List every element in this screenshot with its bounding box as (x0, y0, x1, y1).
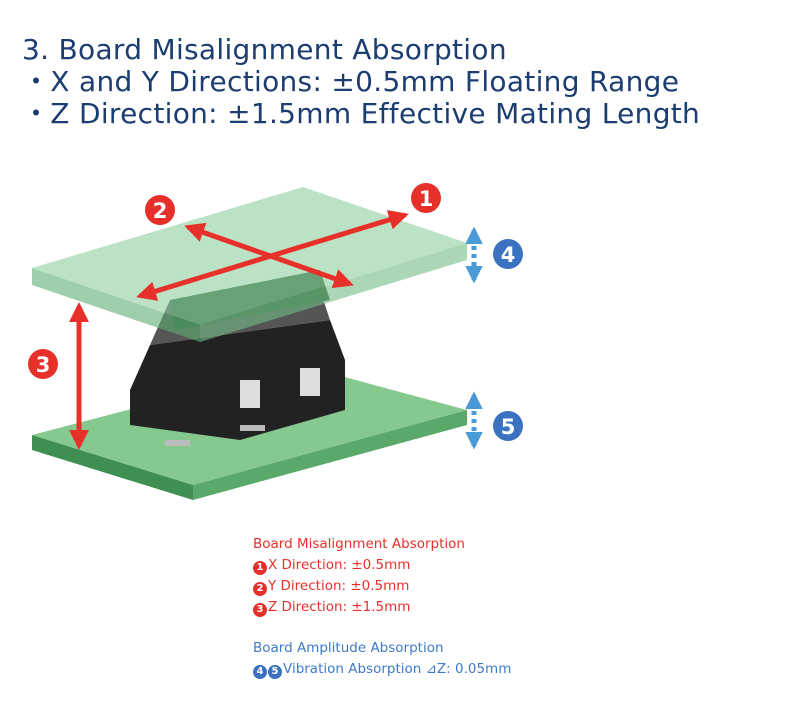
legend-num-3: 3 (253, 603, 267, 617)
legend-text-y: Y Direction: ±0.5mm (268, 578, 410, 594)
marker-3: 3 (28, 349, 58, 379)
legend-text-z: Z Direction: ±1.5mm (268, 599, 411, 615)
misalignment-heading: Board Misalignment Absorption (253, 536, 465, 552)
marker-2: 2 (145, 195, 175, 225)
legend-num-1: 1 (253, 561, 267, 575)
legend-text-vibration: Vibration Absorption ⊿Z: 0.05mm (283, 661, 512, 677)
marker-4: 4 (493, 239, 523, 269)
marker-1: 1 (411, 183, 441, 213)
amplitude-heading: Board Amplitude Absorption (253, 640, 444, 656)
legend-num-4: 4 (253, 665, 267, 679)
title-line-3: ・Z Direction: ±1.5mm Effective Mating Le… (22, 97, 701, 130)
marker-5: 5 (493, 411, 523, 441)
svg-text:3: 3 (36, 353, 51, 377)
svg-text:4: 4 (501, 243, 516, 267)
title-line-1: 3. Board Misalignment Absorption (22, 33, 507, 66)
title-line-2: ・X and Y Directions: ±0.5mm Floating Ran… (22, 65, 680, 98)
svg-text:1: 1 (419, 187, 434, 211)
svg-text:2: 2 (153, 199, 168, 223)
y-direction-arrow (184, 222, 354, 289)
legend-text-x: X Direction: ±0.5mm (268, 557, 411, 573)
legend-num-2: 2 (253, 582, 267, 596)
svg-text:5: 5 (501, 415, 516, 439)
legend-num-5: 5 (268, 665, 282, 679)
